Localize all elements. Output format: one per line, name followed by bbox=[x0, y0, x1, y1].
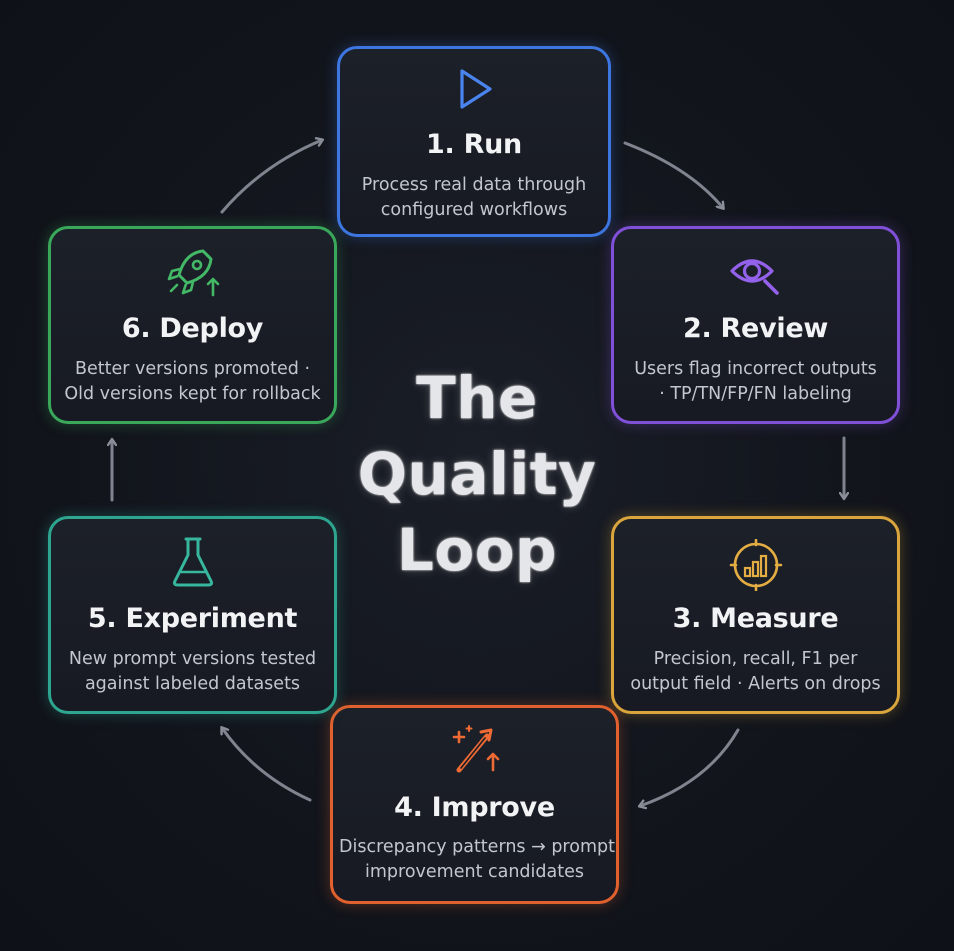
step-card-measure: 3. Measure Precision, recall, F1 per out… bbox=[611, 516, 900, 714]
step-title: 2. Review bbox=[683, 313, 828, 344]
step-card-improve: 4. Improve Discrepancy patterns → prompt… bbox=[330, 705, 619, 904]
step-card-review: 2. Review Users flag incorrect outputs ·… bbox=[611, 226, 900, 424]
bar-chart-gauge-icon bbox=[614, 539, 897, 591]
step-description: Users flag incorrect outputs · TP/TN/FP/… bbox=[634, 359, 877, 404]
step-card-run: 1. Run Process real data through configu… bbox=[337, 46, 611, 237]
step-card-deploy: 6. Deploy Better versions promoted · Old… bbox=[48, 226, 337, 424]
arrow-improve-to-experiment bbox=[222, 728, 312, 802]
step-title: 5. Experiment bbox=[87, 603, 298, 634]
step-description: Precision, recall, F1 per output field ·… bbox=[630, 649, 881, 694]
step-title: 3. Measure bbox=[672, 603, 839, 634]
eye-magnifier-icon bbox=[614, 249, 897, 297]
step-title: 4. Improve bbox=[394, 792, 555, 823]
step-title: 6. Deploy bbox=[121, 313, 264, 344]
arrow-run-to-review bbox=[623, 141, 723, 208]
rocket-icon bbox=[51, 245, 334, 299]
step-title: 1. Run bbox=[426, 129, 522, 160]
step-description: Process real data through configured wor… bbox=[361, 175, 587, 220]
step-card-experiment: 5. Experiment New prompt versions tested… bbox=[48, 516, 337, 714]
diagram-title: The Quality Loop bbox=[357, 364, 597, 584]
step-description: New prompt versions tested against label… bbox=[68, 649, 317, 694]
magic-wand-icon bbox=[333, 722, 616, 778]
flask-icon bbox=[51, 535, 334, 589]
play-icon bbox=[340, 65, 608, 113]
arrow-deploy-to-run bbox=[220, 140, 322, 214]
arrow-measure-to-improve bbox=[640, 728, 740, 806]
step-description: Discrepancy patterns → prompt improvemen… bbox=[339, 837, 615, 882]
step-description: Better versions promoted · Old versions … bbox=[64, 359, 321, 404]
